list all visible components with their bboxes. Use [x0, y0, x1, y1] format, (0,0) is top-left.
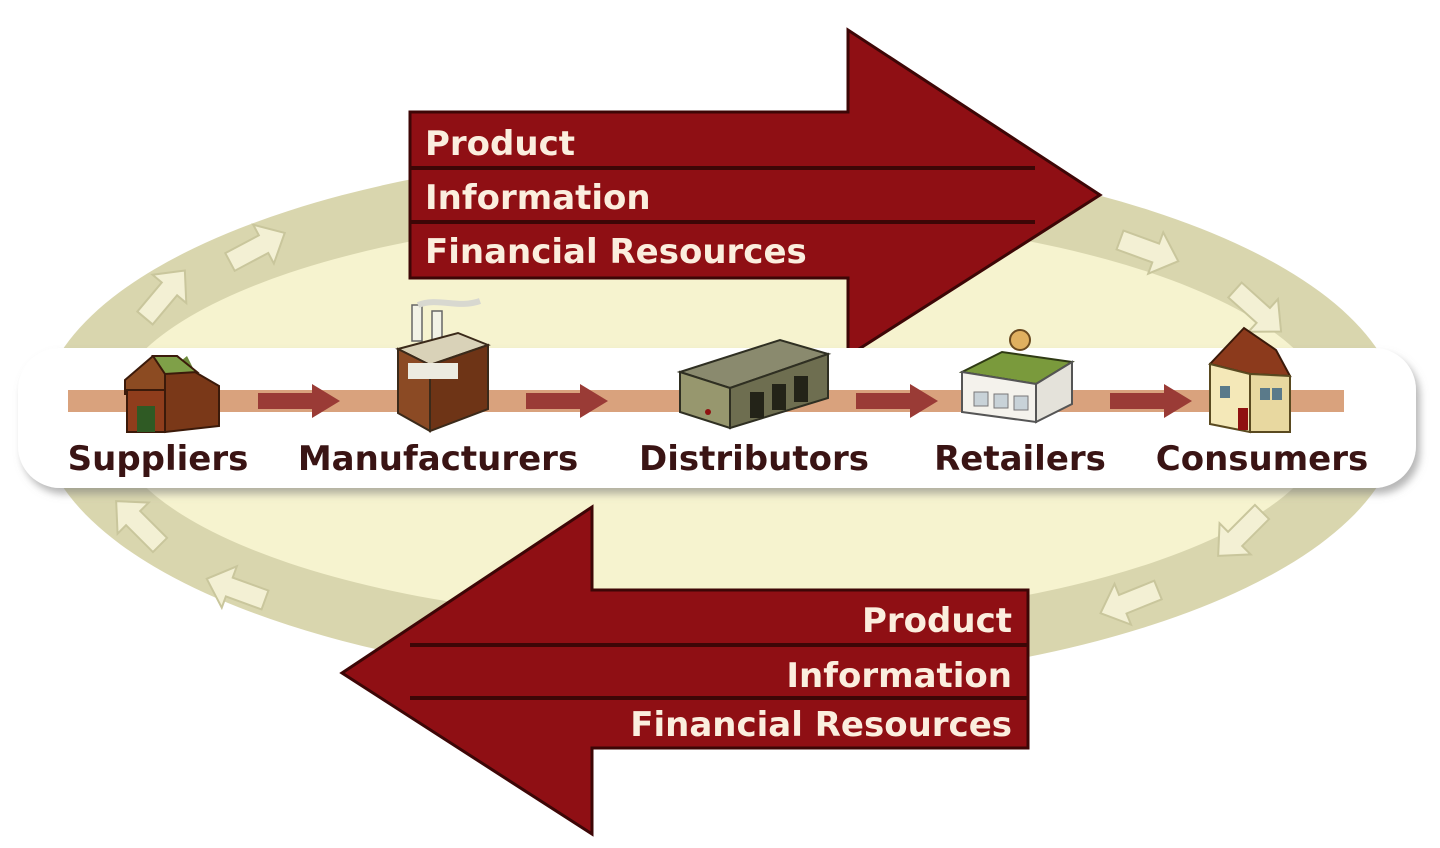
warehouse-icon [676, 338, 832, 430]
forward-flow-line-2: Information [425, 178, 651, 218]
ring-arrow-icon [135, 269, 188, 326]
ring-arrows [115, 223, 1283, 627]
backward-arrow-shape [339, 504, 1030, 837]
house-icon [1208, 326, 1292, 434]
backward-flow-arrow: Product Information Financial Resources [339, 504, 1030, 837]
backward-flow-line-2: Information [786, 656, 1012, 696]
forward-flow-line-1: Product [425, 124, 575, 164]
factory-icon [395, 298, 491, 433]
ring-arrow-icon [115, 500, 169, 554]
backward-flow-line-3: Financial Resources [630, 705, 1012, 745]
step-arrow-icon [1110, 384, 1192, 418]
ring-arrow-icon [205, 564, 270, 611]
stage-label-retailers: Retailers [934, 439, 1106, 479]
stage-labels: Suppliers Manufacturers Distributors Ret… [68, 439, 1369, 479]
ring-arrow-icon [1217, 503, 1271, 557]
backward-flow-line-1: Product [862, 601, 1012, 641]
forward-arrow-shape [408, 27, 1103, 359]
stage-label-manufacturers: Manufacturers [298, 439, 578, 479]
stage-label-consumers: Consumers [1156, 439, 1368, 479]
step-arrows [258, 384, 1192, 418]
store-icon [958, 329, 1075, 424]
ring-arrow-icon [1099, 579, 1164, 627]
step-arrow-icon [526, 384, 608, 418]
stage-label-distributors: Distributors [639, 439, 869, 479]
step-arrow-icon [856, 384, 938, 418]
barn-icon [124, 355, 220, 434]
forward-flow-line-3: Financial Resources [425, 232, 807, 272]
stage-label-suppliers: Suppliers [68, 439, 249, 479]
ring-arrow-icon [1226, 281, 1283, 333]
step-arrow-icon [258, 384, 340, 418]
forward-flow-arrow: Product Information Financial Resources [408, 27, 1103, 359]
ring-arrow-icon [223, 223, 287, 273]
ring-arrow-icon [1115, 229, 1180, 276]
